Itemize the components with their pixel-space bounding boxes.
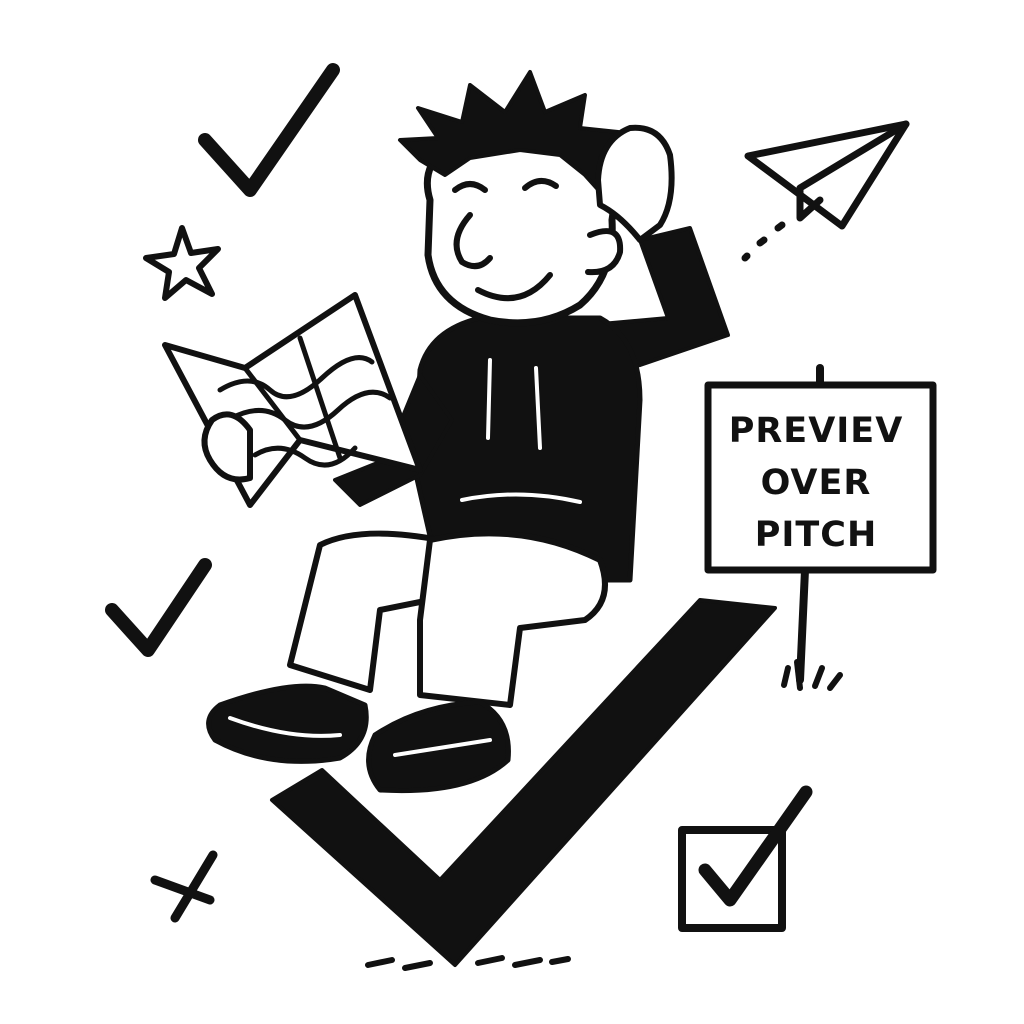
hand xyxy=(201,411,253,483)
sign-line-2: OVER xyxy=(761,463,872,503)
star-icon xyxy=(143,225,221,301)
sign-line-1: PREVIEV xyxy=(729,411,904,451)
sign-post xyxy=(796,566,809,684)
sign-board xyxy=(704,381,937,574)
sign-line-3: PITCH xyxy=(755,515,878,555)
paper-plane-icon xyxy=(744,120,910,230)
legs xyxy=(287,530,608,708)
head xyxy=(398,70,675,327)
plane-trail xyxy=(741,221,786,262)
cross-icon xyxy=(150,850,218,923)
checkmark-icon xyxy=(198,63,340,197)
ground-dashes xyxy=(365,955,571,971)
checkmark-icon xyxy=(105,558,212,657)
big-checkmark-icon xyxy=(270,598,777,967)
shoes xyxy=(206,683,511,794)
checkbox-icon xyxy=(678,785,813,932)
hair xyxy=(398,70,620,207)
hoodie xyxy=(412,315,643,583)
sign xyxy=(704,364,937,691)
hood-strings xyxy=(460,358,582,504)
grass-tufts xyxy=(781,659,843,691)
